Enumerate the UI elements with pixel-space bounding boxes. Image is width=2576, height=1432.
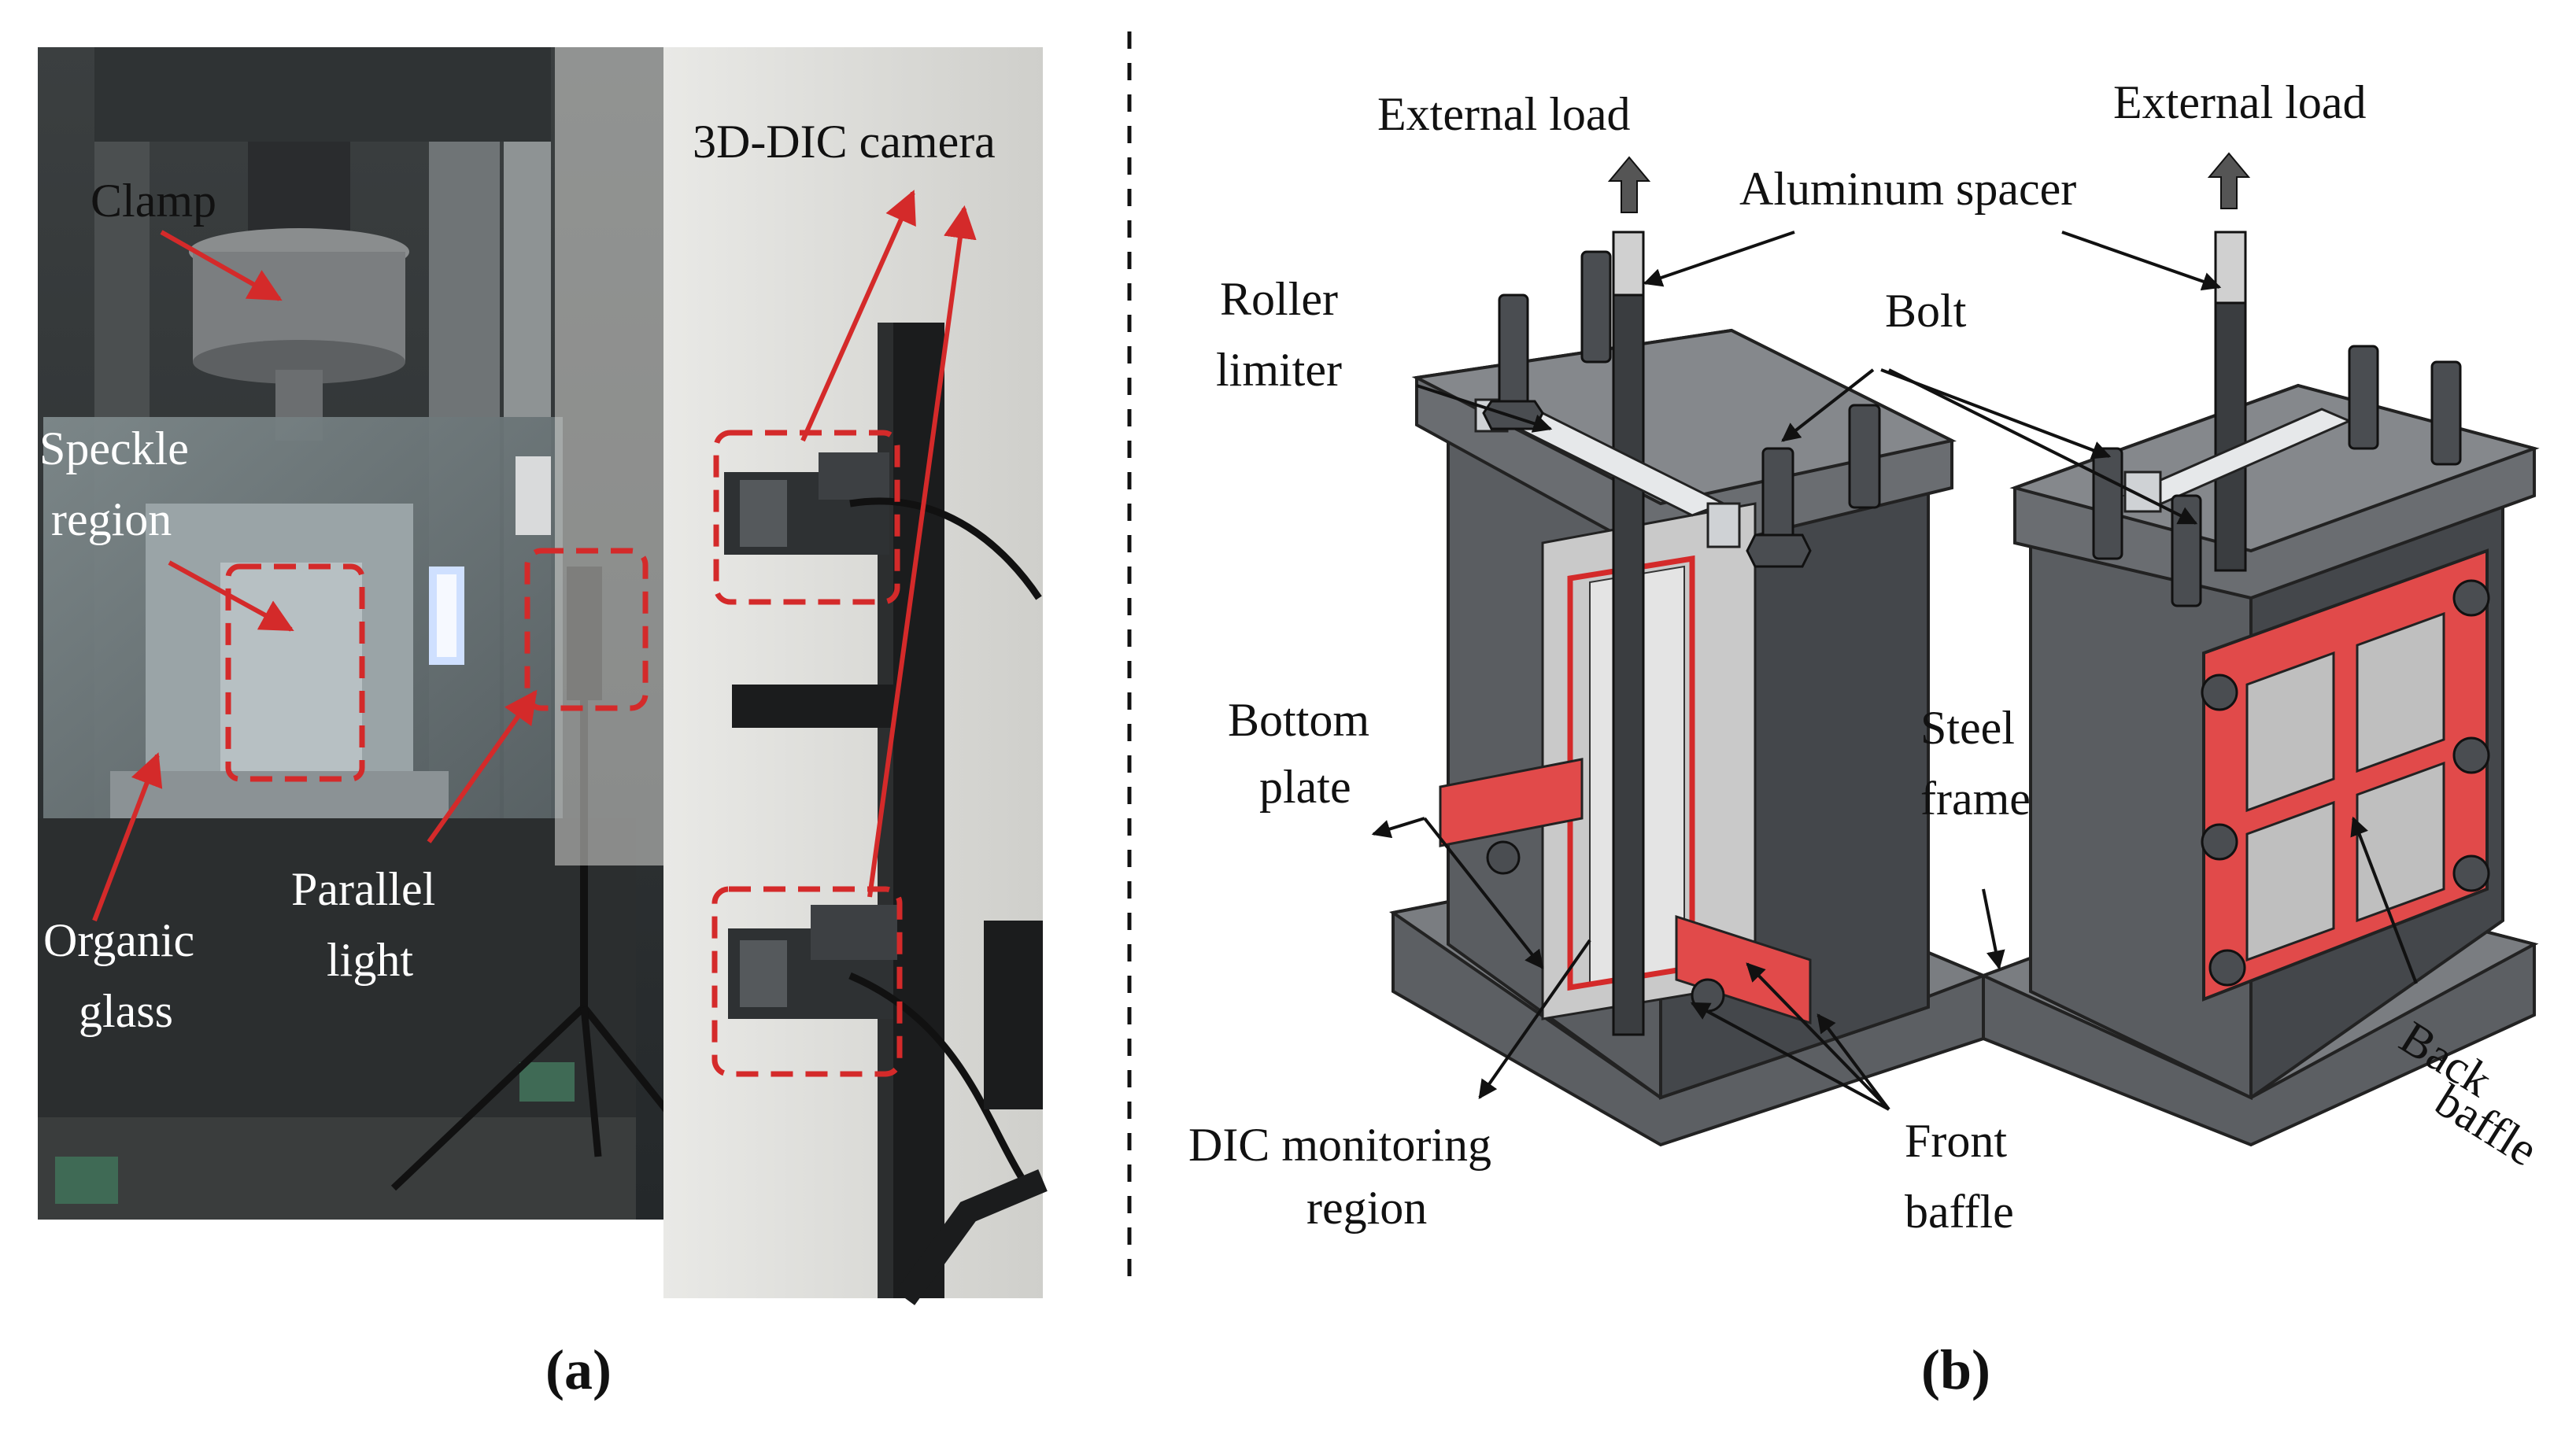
label-clamp: Clamp <box>91 175 216 227</box>
label-parallel-2: light <box>327 934 413 986</box>
label-organic-1: Organic <box>43 914 194 966</box>
label-front-1: Front <box>1905 1115 2007 1167</box>
label-bottom-2: plate <box>1259 761 1351 813</box>
camera-top-arrow <box>800 190 916 442</box>
label-organic-2: glass <box>79 985 173 1037</box>
speckle-box <box>225 563 365 782</box>
back-assembly <box>1979 152 2540 1147</box>
camera-bottom-arrow <box>867 205 977 898</box>
label-external-load-right: External load <box>2113 76 2367 128</box>
clamp-arrow <box>160 230 283 301</box>
caption-a: (a) <box>545 1338 612 1401</box>
camera-bottom-box <box>711 886 903 1077</box>
label-3d-dic-camera: 3D-DIC camera <box>693 116 996 168</box>
label-dic-2: region <box>1306 1182 1427 1234</box>
label-bottom-1: Bottom <box>1228 694 1369 746</box>
label-speckle-2: region <box>51 493 172 545</box>
annotation-arrows-b <box>1371 231 2418 1111</box>
label-external-load-left: External load <box>1377 88 1631 140</box>
back-baffle-bolts <box>2201 579 2490 987</box>
camera-stand-photo <box>663 47 1048 1305</box>
caption-b: (b) <box>1921 1338 1990 1401</box>
label-front-2: baffle <box>1905 1186 2014 1238</box>
panel-a: Clamp Speckle region Organic glass Paral… <box>38 47 1048 1401</box>
label-roller-2: limiter <box>1216 344 1342 396</box>
label-dic-1: DIC monitoring <box>1188 1119 1491 1171</box>
parallel-arrow <box>427 689 538 843</box>
label-aluminum-spacer: Aluminum spacer <box>1739 163 2076 215</box>
testing-machine-photo <box>38 47 719 1220</box>
front-assembly <box>1388 156 1988 1147</box>
label-speckle-1: Speckle <box>39 423 189 474</box>
front-aluminum-spacer <box>1612 231 1645 1036</box>
label-steel-1: Steel <box>1920 702 2015 754</box>
front-baffle-left <box>1439 758 1584 847</box>
annotation-arrows-a <box>92 190 977 922</box>
label-roller-1: Roller <box>1220 273 1338 325</box>
label-parallel-1: Parallel <box>291 863 435 915</box>
label-back-2: baffle <box>2426 1074 2547 1176</box>
panel-b: External load External load Aluminum spa… <box>1188 76 2547 1401</box>
back-load-arrow <box>2207 152 2251 209</box>
label-steel-2: frame <box>1920 773 2031 825</box>
organic-arrow <box>92 752 163 922</box>
label-bolt: Bolt <box>1885 285 1967 337</box>
speckle-arrow <box>168 560 294 632</box>
front-load-arrow <box>1607 156 1651 213</box>
light-box <box>524 548 649 711</box>
